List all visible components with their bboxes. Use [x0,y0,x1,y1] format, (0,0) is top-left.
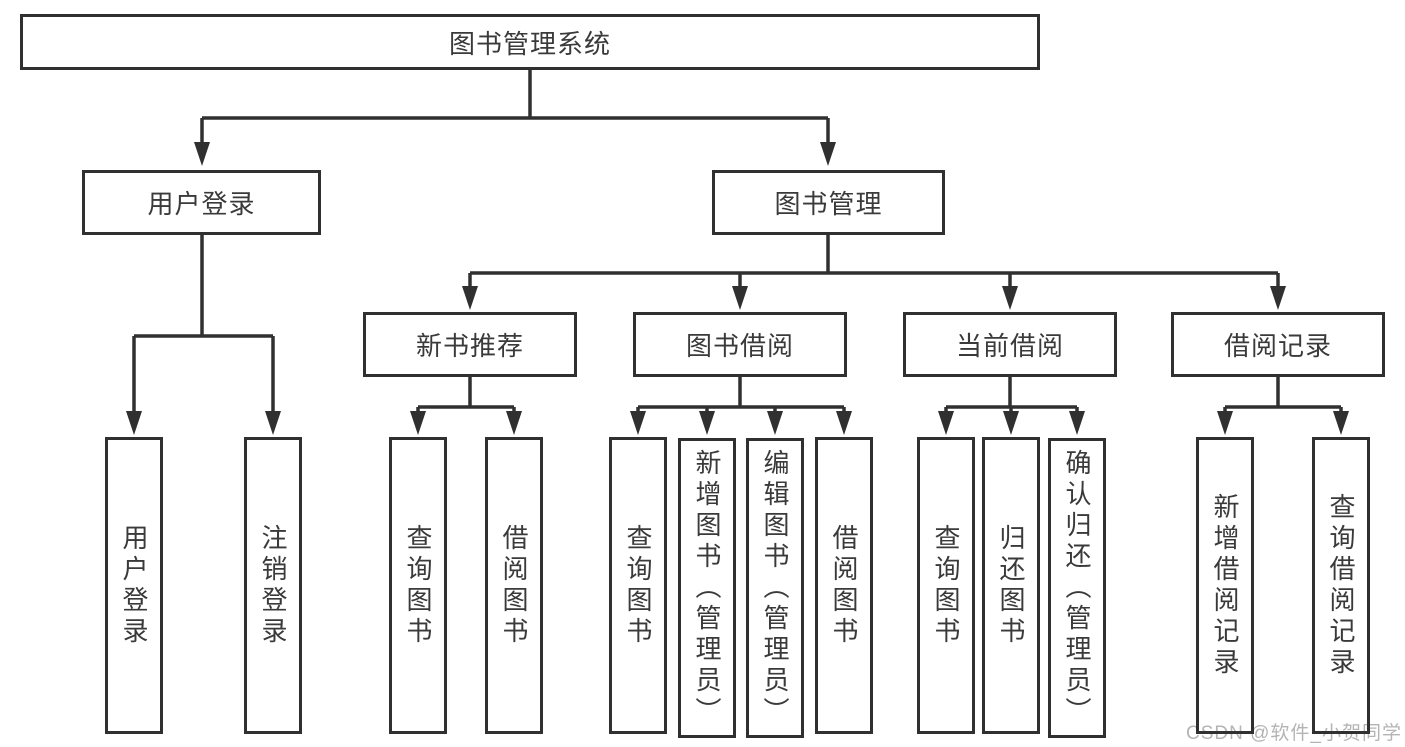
leaf-edit-books-admin: 编辑图书（管理员） [746,438,804,738]
node-user-login-label: 用户登录 [147,189,256,219]
leaf-add-books-admin: 新增图书（管理员） [678,438,736,738]
node-user-login: 用户登录 [82,170,321,235]
leaf-borrow-books-2: 借阅图书 [815,437,873,734]
node-root-label: 图书管理系统 [448,28,611,59]
leaf-query-borrow-record: 查询借阅记录 [1312,437,1370,734]
leaf-query-books-3: 查询图书 [917,437,975,734]
leaf-add-borrow-record: 新增借阅记录 [1196,437,1254,734]
csdn-watermark: CSDN @软件_小贺同学 [1186,723,1402,744]
leaf-borrow-books-1: 借阅图书 [485,437,543,734]
leaf-label: 编辑图书（管理员） [760,448,790,728]
leaf-return-books: 归还图书 [982,437,1040,734]
leaf-user-login: 用户登录 [105,437,163,734]
leaf-label: 查询图书 [403,523,433,648]
leaf-label: 借阅图书 [829,523,859,648]
connector-book-borrow-to-children [630,377,852,435]
node-borrow-record: 借阅记录 [1171,312,1385,377]
leaf-label: 确认归还（管理员） [1062,448,1092,728]
leaf-logout: 注销登录 [244,437,302,734]
node-book-mgmt: 图书管理 [712,170,945,235]
leaf-label: 注销登录 [258,523,288,648]
node-root: 图书管理系统 [20,14,1040,70]
leaf-confirm-return-admin: 确认归还（管理员） [1048,438,1106,738]
leaf-label: 归还图书 [996,523,1026,648]
leaf-label: 借阅图书 [499,523,529,648]
connector-borrow-record-to-children [1217,377,1349,435]
leaf-label: 查询借阅记录 [1326,492,1356,679]
leaf-label: 用户登录 [119,523,149,648]
leaf-label: 新增图书（管理员） [692,448,722,728]
leaf-label: 查询图书 [931,523,961,648]
node-book-borrow: 图书借阅 [633,312,847,377]
node-book-borrow-label: 图书借阅 [685,331,794,361]
node-borrow-record-label: 借阅记录 [1223,331,1332,361]
leaf-label: 新增借阅记录 [1210,492,1240,679]
node-current-borrow: 当前借阅 [903,312,1117,377]
leaf-query-books-2: 查询图书 [609,437,667,734]
connector-new-book-to-children [410,377,522,435]
leaf-label: 查询图书 [623,523,653,648]
node-current-borrow-label: 当前借阅 [955,331,1064,361]
node-new-book-rec-label: 新书推荐 [415,331,524,361]
connector-root-to-level1 [194,70,836,166]
connector-user-login-to-children [126,235,281,435]
connector-current-borrow-to-children [938,377,1085,435]
node-new-book-rec: 新书推荐 [363,312,577,377]
connector-book-mgmt-to-level2 [462,235,1286,310]
node-book-mgmt-label: 图书管理 [774,189,883,219]
leaf-query-books-1: 查询图书 [389,437,447,734]
